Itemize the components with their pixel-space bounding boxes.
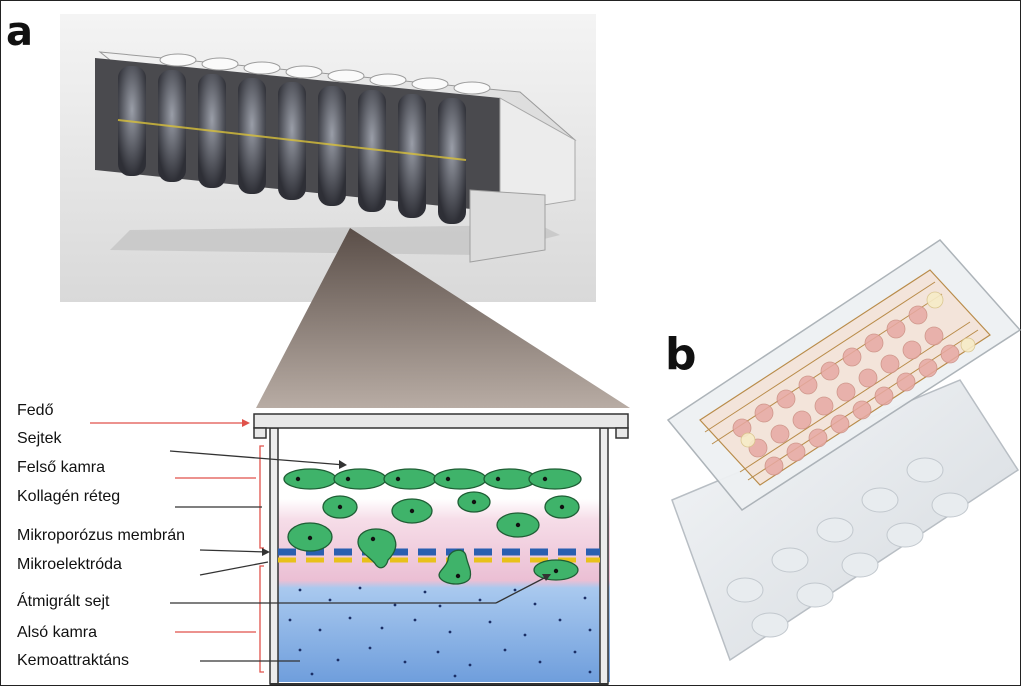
panel-letter-b: b (665, 329, 697, 380)
colored-wells (732, 305, 960, 476)
label-kemoattraktans: Kemoattraktáns (17, 652, 130, 669)
cell-nuclei (295, 476, 565, 579)
chemoattractant-dots (288, 586, 592, 678)
lid (253, 413, 629, 439)
label-mikroelektroda: Mikroelektróda (17, 556, 122, 573)
label-atmigralt-sejt: Átmigrált sejt (17, 593, 110, 610)
cell-layer (283, 468, 582, 490)
label-also-kamra: Alsó kamra (17, 624, 98, 641)
label-felso-kamra: Felső kamra (17, 459, 106, 476)
label-sejtek: Sejtek (17, 430, 62, 447)
pointer-arrowheads (242, 419, 551, 581)
plate-photo (666, 239, 1022, 662)
zoom-funnel (256, 228, 630, 408)
cross-section-diagram (253, 413, 629, 685)
label-kollagen-reteg: Kollagén réteg (17, 488, 121, 505)
chamber-brackets (259, 445, 264, 673)
microelectrode-membrane (278, 548, 600, 563)
panel-letter-a: a (6, 9, 33, 55)
label-fedo: Fedő (17, 402, 54, 419)
label-pointers (90, 422, 551, 662)
plate-render (60, 14, 596, 302)
label-mikroporozus-membran: Mikroporózus membrán (17, 527, 186, 544)
